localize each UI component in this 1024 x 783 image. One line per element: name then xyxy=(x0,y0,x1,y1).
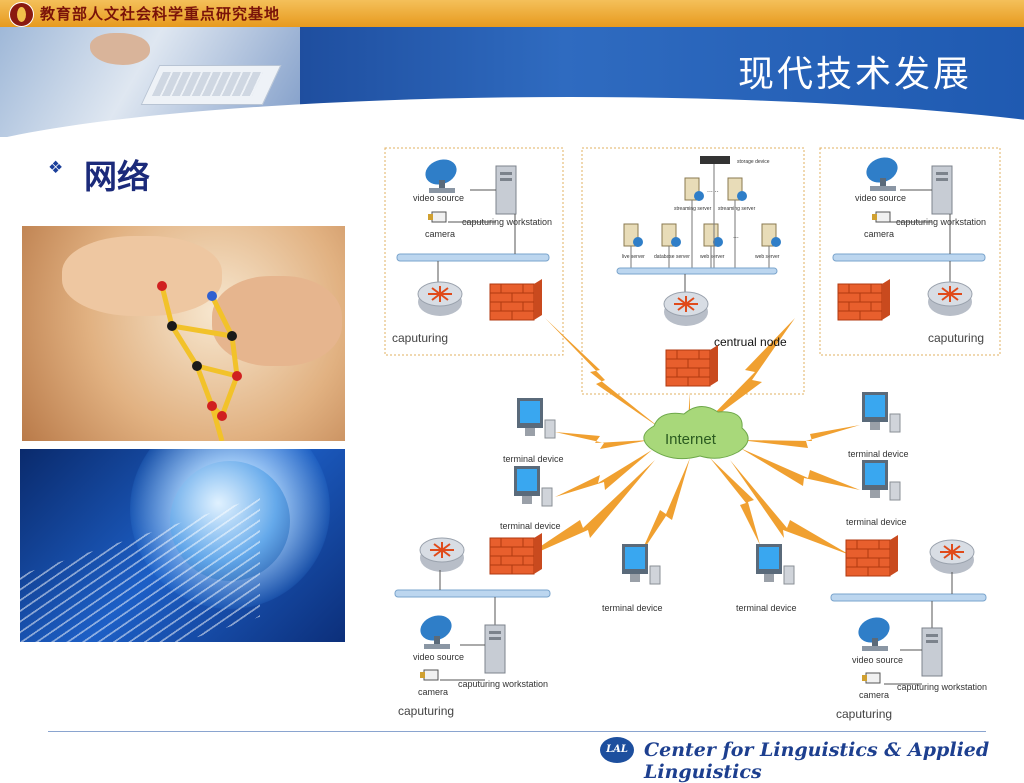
lan-bus xyxy=(396,253,550,262)
video-source-label: video source xyxy=(413,652,464,662)
terminal-monitor-icon xyxy=(621,543,661,585)
workstation-tower-icon xyxy=(495,165,517,215)
workstation-label: caputuring workstation xyxy=(458,679,548,689)
streaming-server-icon xyxy=(727,177,748,202)
storage-label: storage device xyxy=(737,159,770,165)
lan-bus xyxy=(830,593,987,602)
workstation-label: caputuring workstation xyxy=(896,217,986,227)
digital-globe-photo xyxy=(20,449,345,642)
web-server-icon xyxy=(761,223,782,248)
organization-name: 教育部人文社会科学重点研究基地 xyxy=(40,5,281,23)
workstation-tower-icon xyxy=(484,624,506,674)
camera-label: camera xyxy=(859,690,889,700)
central-node-label: centrual node xyxy=(714,335,787,349)
header-banner: 现代技术发展 xyxy=(0,27,1024,137)
terminal-label: terminal device xyxy=(846,517,907,527)
terminal-label: terminal device xyxy=(503,454,564,464)
router-icon xyxy=(663,291,709,327)
institution-emblem-icon xyxy=(9,2,34,27)
terminal-monitor-icon xyxy=(861,391,901,433)
molecule-model xyxy=(157,281,242,441)
streaming-label: streaming server xyxy=(718,206,756,212)
camera-label: camera xyxy=(418,687,448,697)
camera-icon xyxy=(861,672,881,684)
video-source-label: video source xyxy=(855,193,906,203)
hand-decoration xyxy=(90,33,150,65)
terminal-label: terminal device xyxy=(602,603,663,613)
terminal-label: terminal device xyxy=(848,449,909,459)
satellite-dish-icon xyxy=(854,613,894,651)
terminal-label: terminal device xyxy=(736,603,797,613)
satellite-dish-icon xyxy=(421,155,461,193)
lan-bus xyxy=(616,267,778,275)
capture-group-box xyxy=(819,147,1001,356)
svg-text:...: ... xyxy=(733,233,739,240)
satellite-dish-icon xyxy=(416,611,456,649)
camera-label: camera xyxy=(425,229,455,239)
satellite-dish-icon xyxy=(862,153,902,191)
workstation-label: caputuring workstation xyxy=(462,217,552,227)
section-heading: 网络 xyxy=(84,157,150,196)
central-node-box xyxy=(581,147,805,395)
firewall-icon xyxy=(489,278,543,321)
video-source-label: video source xyxy=(413,193,464,203)
center-logo-icon: LAL xyxy=(600,737,634,763)
terminal-monitor-icon xyxy=(516,397,556,439)
capture-label: caputuring xyxy=(836,707,892,721)
workstation-tower-icon xyxy=(931,165,953,215)
web-label: web server xyxy=(700,254,725,260)
molecule-model-photo xyxy=(22,226,345,441)
camera-label: camera xyxy=(864,229,894,239)
streaming-server-icon xyxy=(684,177,705,202)
capture-label: caputuring xyxy=(392,331,448,345)
firewall-icon xyxy=(489,532,543,575)
camera-icon xyxy=(419,669,439,681)
workstation-tower-icon xyxy=(921,627,943,677)
internet-cloud-icon xyxy=(643,406,749,460)
network-diagram: Internet video source camera caputuring … xyxy=(384,147,1001,721)
live-label: live server xyxy=(622,254,645,260)
top-bar: 教育部人文社会科学重点研究基地 xyxy=(0,0,1024,27)
camera-icon xyxy=(871,211,891,223)
router-icon xyxy=(419,537,465,573)
slide-title: 现代技术发展 xyxy=(737,54,972,95)
live-server-icon xyxy=(623,223,644,248)
terminal-label: terminal device xyxy=(500,521,561,531)
firewall-icon xyxy=(665,344,719,387)
database-server-icon xyxy=(661,223,682,248)
footer-center-name: Center for Linguistics & Applied Linguis… xyxy=(644,739,990,783)
video-source-label: video source xyxy=(852,655,903,665)
router-icon xyxy=(417,281,463,317)
web-label: web server xyxy=(755,254,780,260)
lan-bus xyxy=(832,253,986,262)
capture-group-box xyxy=(384,147,564,356)
footer-divider xyxy=(48,731,986,732)
ellipsis-label: ...... xyxy=(707,187,719,194)
keyboard-decoration xyxy=(140,65,282,105)
storage-device-icon xyxy=(700,156,730,164)
camera-icon xyxy=(427,211,447,223)
capture-label: caputuring xyxy=(398,704,454,718)
capture-label: caputuring xyxy=(928,331,984,345)
firewall-icon xyxy=(837,278,891,321)
streaming-label: streaming server xyxy=(674,206,712,212)
diamond-bullet-icon: ❖ xyxy=(48,158,64,178)
firewall-icon xyxy=(845,534,899,577)
workstation-label: caputuring workstation xyxy=(897,682,987,692)
lan-bus xyxy=(394,589,551,598)
terminal-monitor-icon xyxy=(755,543,795,585)
router-icon xyxy=(929,539,975,575)
database-label: database server xyxy=(654,254,690,260)
terminal-monitor-icon xyxy=(861,459,901,501)
internet-label: Internet xyxy=(665,431,717,448)
terminal-monitor-icon xyxy=(513,465,553,507)
router-icon xyxy=(927,281,973,317)
hand-left xyxy=(62,236,222,316)
